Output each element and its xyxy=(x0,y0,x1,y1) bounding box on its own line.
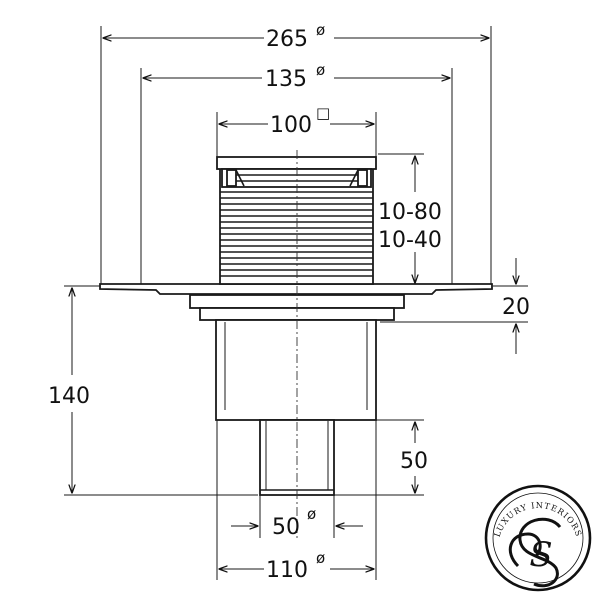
diameter-symbol: ø xyxy=(316,61,325,79)
grate-top xyxy=(221,168,372,188)
grate-clip-left xyxy=(226,169,237,187)
dim-inner-flange: 135 xyxy=(265,67,307,92)
square-symbol: □ xyxy=(316,104,330,122)
logo-monogram: S xyxy=(529,535,552,575)
flange-plate xyxy=(99,283,493,295)
dim-height-range-b: 10-40 xyxy=(378,228,442,253)
thread-rings xyxy=(220,191,373,277)
dim-outlet-height: 50 xyxy=(400,449,428,474)
drain-body xyxy=(215,319,377,421)
dimension-lines xyxy=(72,38,516,569)
grate-frame xyxy=(216,156,377,170)
dim-body-diameter: 110 xyxy=(266,558,308,583)
dim-total-height: 140 xyxy=(48,384,90,409)
luxury-interiors-logo: LUXURY INTERIORS S xyxy=(484,484,592,592)
dim-height-range-a: 10-80 xyxy=(378,200,442,225)
diameter-symbol: ø xyxy=(316,549,325,567)
grate-clip-right xyxy=(357,169,368,187)
diameter-symbol: ø xyxy=(307,505,316,523)
extension-lines xyxy=(64,26,528,580)
dim-grate: 100 xyxy=(270,113,312,138)
dim-flange-thickness: 20 xyxy=(502,295,530,320)
logo-monogram-swirl xyxy=(508,517,562,588)
dim-outer-flange: 265 xyxy=(266,27,308,52)
drain-assembly xyxy=(99,156,493,496)
dim-outlet-diameter: 50 xyxy=(272,515,300,540)
diameter-symbol: ø xyxy=(316,21,325,39)
